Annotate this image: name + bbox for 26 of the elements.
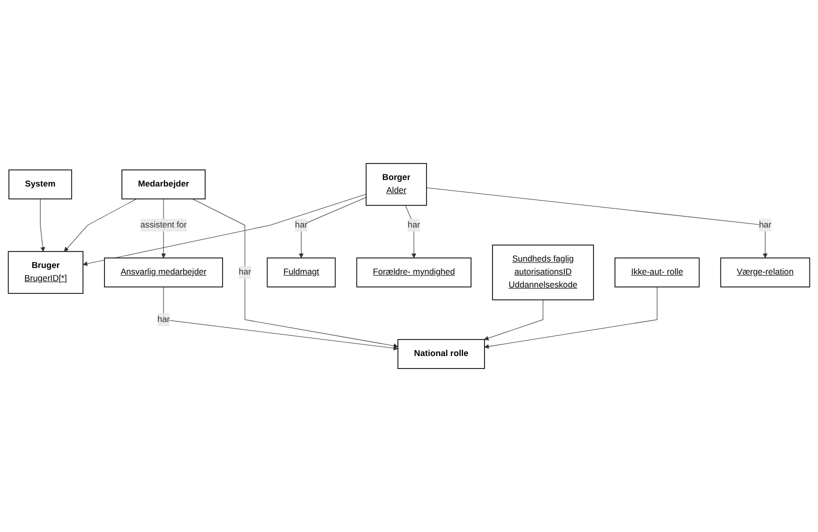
node-box: Medarbejder: [122, 170, 206, 200]
arrow: [484, 300, 544, 340]
arrow: [484, 286, 658, 349]
arrow: [40, 198, 46, 252]
arrow: [426, 187, 768, 258]
edge-label: har: [758, 220, 772, 230]
arrow: [192, 198, 398, 348]
arrow: [163, 286, 398, 350]
arrow: [82, 194, 366, 266]
node-box: Borger Alder: [366, 163, 427, 206]
node-box: Sundheds faglig autorisationsID Uddannelseskode: [492, 244, 594, 300]
node-box: Værge-relation: [720, 258, 810, 288]
node-box: Fuldmagt: [266, 258, 336, 288]
node-box: National rolle: [398, 339, 485, 369]
edge-label: har: [157, 314, 170, 324]
node-box: Forældre- myndighed: [356, 258, 472, 288]
edge-label: assistent for: [140, 220, 187, 230]
node-box: Ikke-aut- rolle: [614, 258, 700, 288]
node-box: Bruger BrugerID[*]: [8, 251, 84, 294]
arrow: [64, 198, 137, 252]
node-box: System: [8, 170, 72, 200]
arrow: [298, 197, 366, 258]
edge-label: har: [238, 268, 252, 277]
edge-label: har: [295, 220, 308, 230]
node-box: Ansvarlig medarbejder: [104, 258, 224, 288]
edge-label: har: [408, 220, 420, 230]
